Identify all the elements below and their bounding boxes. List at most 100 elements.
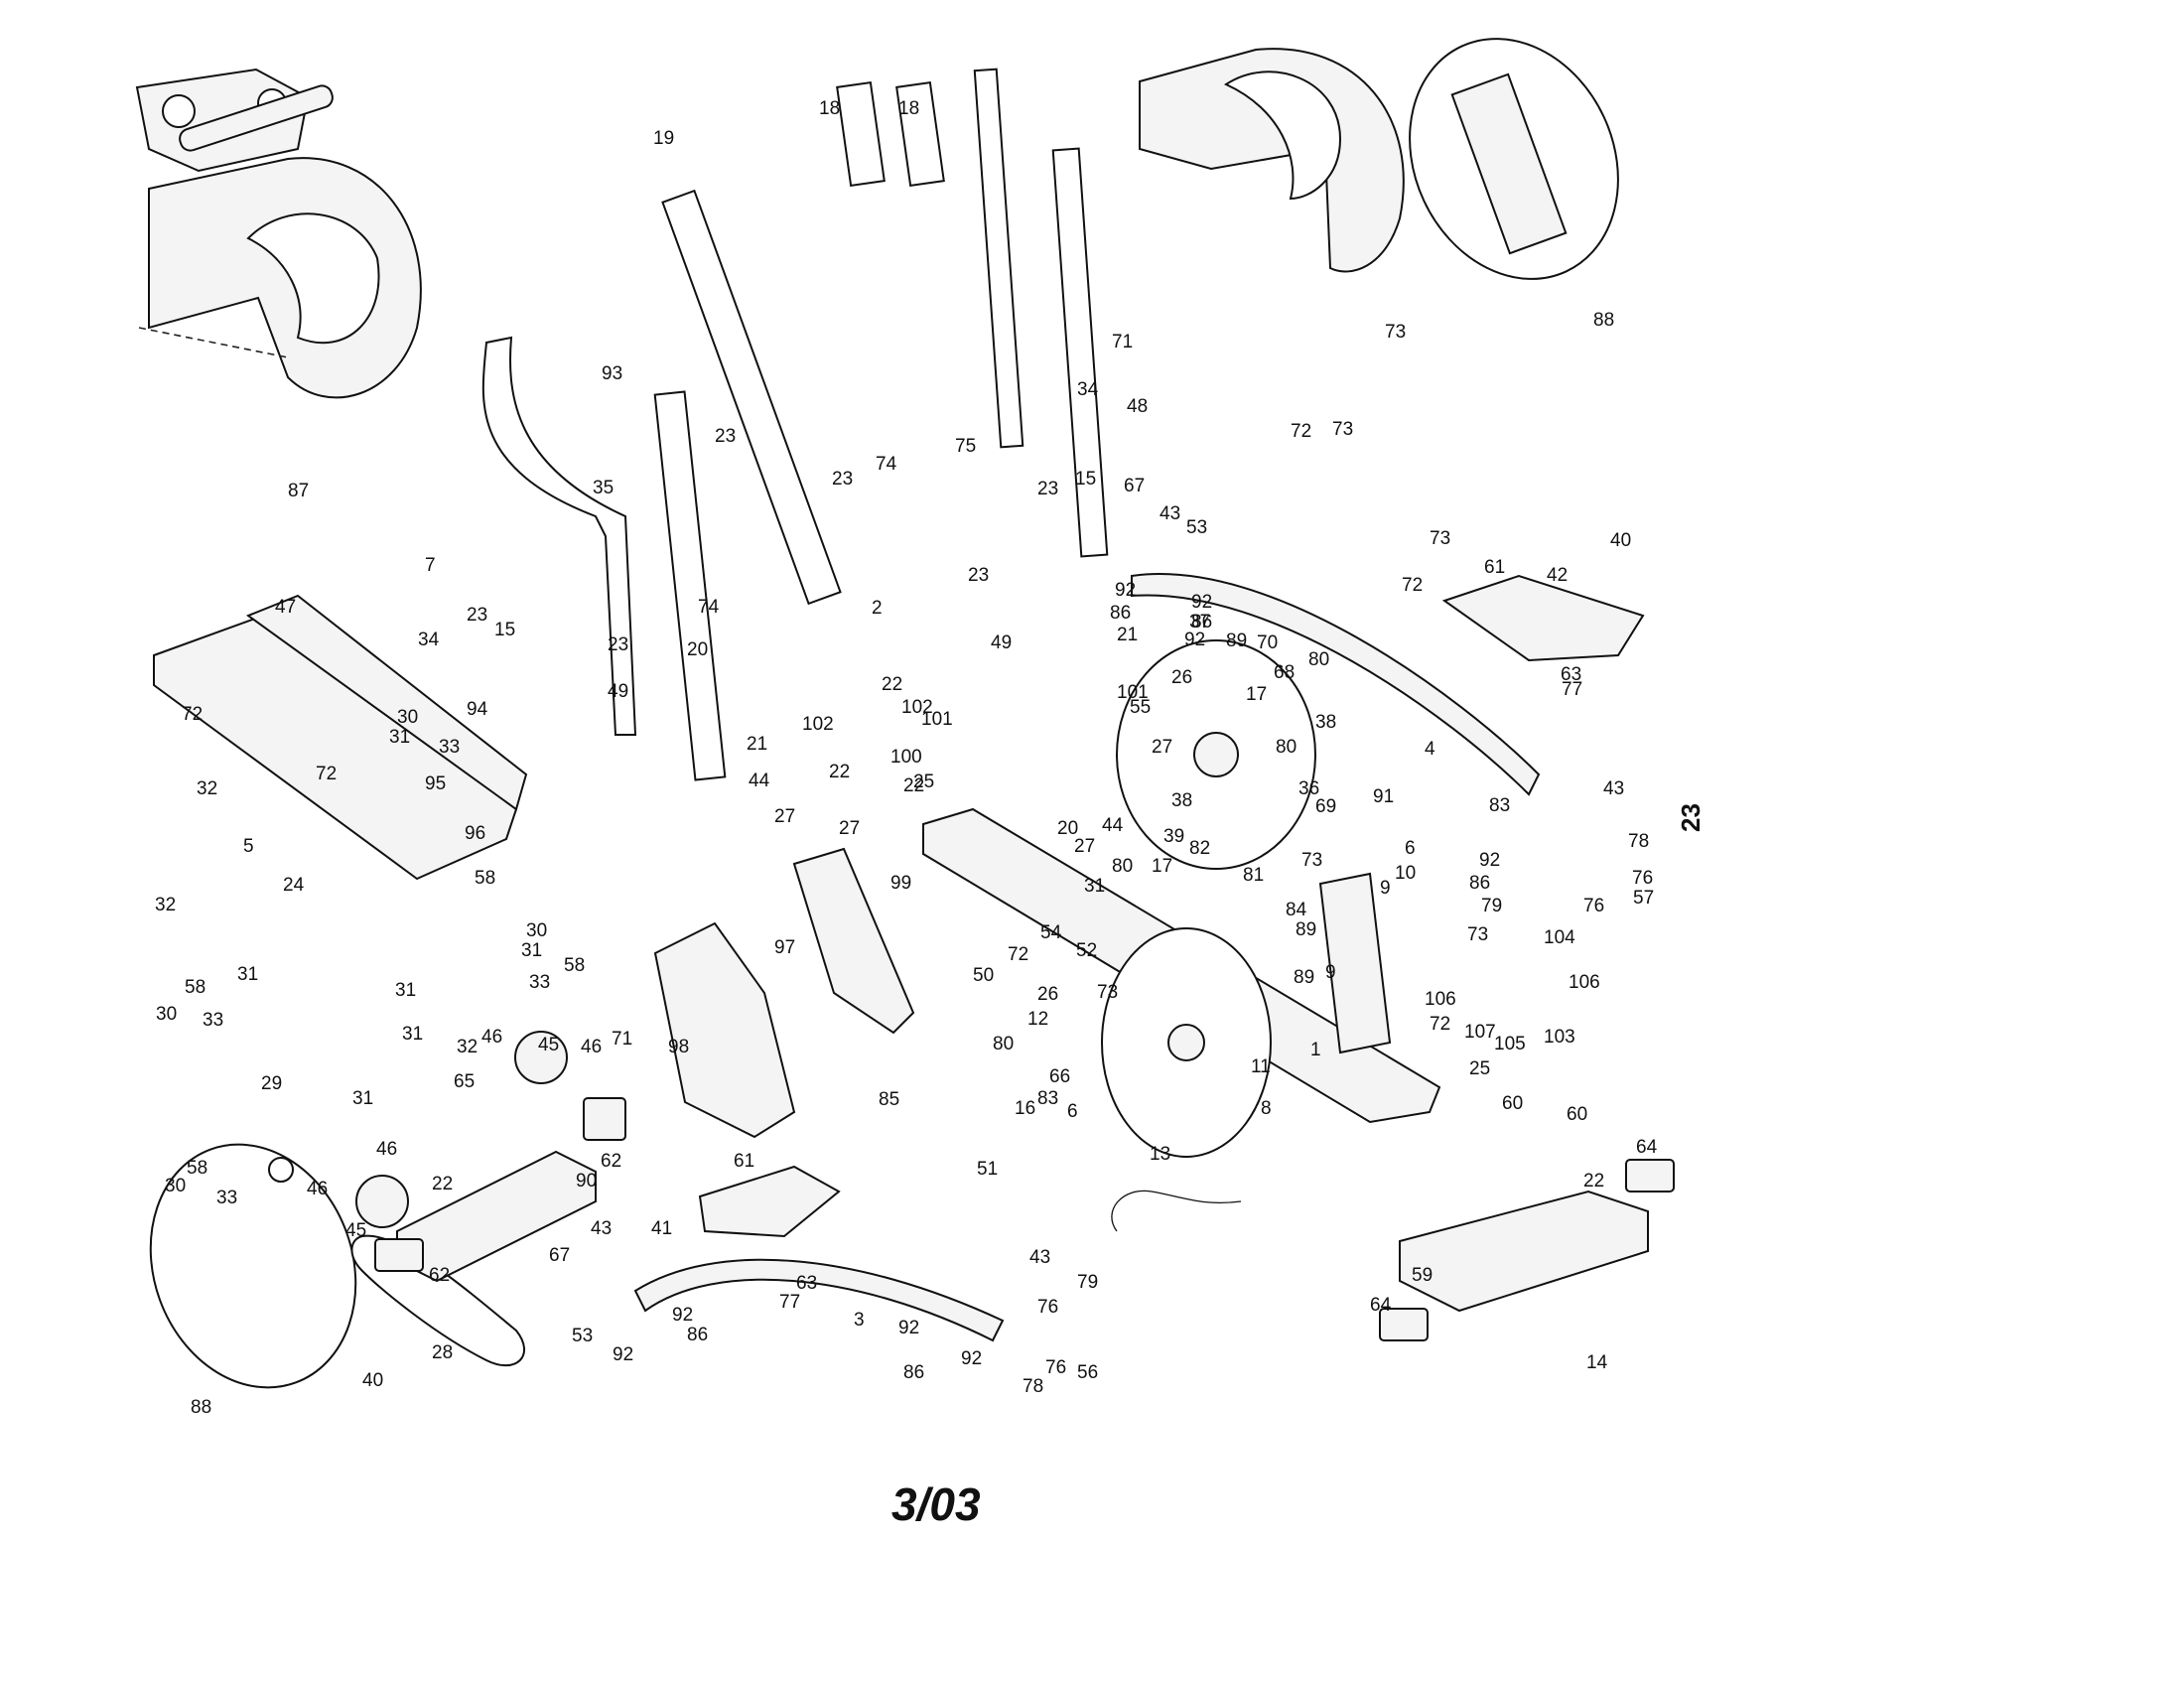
part-callout-30: 30 — [156, 1004, 177, 1025]
part-callout-31: 31 — [395, 980, 416, 1001]
disc-cover-top-part — [1409, 38, 1619, 280]
part-callout-56: 56 — [1077, 1362, 1098, 1383]
part-callout-92: 92 — [1479, 850, 1500, 871]
part-callout-57: 57 — [1633, 888, 1654, 909]
part-callout-68: 68 — [1274, 662, 1295, 683]
part-callout-3: 3 — [854, 1310, 865, 1331]
part-callout-82: 82 — [1189, 838, 1210, 859]
part-callout-2: 2 — [872, 598, 883, 619]
part-callout-67: 67 — [549, 1245, 570, 1266]
part-callout-13: 13 — [1150, 1144, 1170, 1165]
part-callout-89: 89 — [1226, 631, 1247, 651]
part-callout-61: 61 — [1484, 557, 1505, 578]
part-callout-103: 103 — [1544, 1027, 1575, 1048]
part-callout-23: 23 — [1037, 479, 1058, 499]
part-callout-43: 43 — [1160, 503, 1180, 524]
part-callout-37: 37 — [1189, 612, 1210, 632]
part-callout-45: 45 — [538, 1035, 559, 1055]
part-callout-51: 51 — [977, 1159, 998, 1180]
part-callout-24: 24 — [283, 875, 305, 896]
part-callout-53: 53 — [572, 1326, 593, 1346]
part-callout-86: 86 — [1469, 873, 1490, 894]
part-callout-58: 58 — [185, 977, 205, 998]
part-callout-6: 6 — [1405, 838, 1416, 859]
part-callout-4: 4 — [1425, 739, 1435, 760]
part-callout-54: 54 — [1040, 922, 1062, 943]
part-callout-86: 86 — [687, 1325, 708, 1345]
part-callout-61: 61 — [734, 1151, 754, 1172]
part-callout-25: 25 — [1469, 1058, 1490, 1079]
part-callout-88: 88 — [191, 1397, 211, 1418]
part-callout-92: 92 — [1184, 630, 1205, 650]
part-callout-9: 9 — [1325, 962, 1336, 983]
part-callout-73: 73 — [1467, 924, 1488, 945]
part-callout-72: 72 — [1430, 1014, 1450, 1035]
part-callout-73: 73 — [1097, 982, 1118, 1003]
part-callout-83: 83 — [1037, 1088, 1058, 1109]
part-callout-77: 77 — [779, 1292, 800, 1313]
part-callout-28: 28 — [432, 1342, 453, 1363]
part-callout-27: 27 — [1074, 836, 1095, 857]
part-callout-10: 10 — [1395, 863, 1416, 884]
part-callout-25: 25 — [913, 772, 934, 792]
part-callout-46: 46 — [376, 1139, 397, 1160]
rear-frame-part — [153, 594, 528, 881]
part-callout-80: 80 — [1112, 856, 1133, 877]
handlebar-part — [481, 336, 637, 736]
part-callout-18: 18 — [898, 98, 919, 119]
part-callout-47: 47 — [275, 597, 296, 618]
part-callout-92: 92 — [961, 1348, 982, 1369]
rear-stabilizer-part — [355, 1031, 626, 1283]
part-callout-88: 88 — [1593, 310, 1614, 331]
part-callout-102: 102 — [901, 697, 933, 718]
part-callout-72: 72 — [1402, 575, 1423, 596]
right-arm-part — [1131, 573, 1541, 796]
part-callout-78: 78 — [1023, 1376, 1043, 1397]
part-callout-93: 93 — [602, 363, 622, 384]
part-callout-64: 64 — [1636, 1137, 1658, 1158]
part-callout-63: 63 — [796, 1273, 817, 1294]
part-callout-6: 6 — [1067, 1101, 1078, 1122]
part-callout-69: 69 — [1315, 796, 1336, 817]
part-callout-15: 15 — [1075, 469, 1096, 490]
part-callout-77: 77 — [1562, 679, 1582, 700]
part-callout-75: 75 — [955, 436, 976, 457]
part-callout-26: 26 — [1171, 667, 1192, 688]
part-callout-5: 5 — [243, 836, 254, 857]
part-callout-17: 17 — [1246, 684, 1267, 705]
part-callout-81: 81 — [1243, 865, 1264, 886]
pedals-part — [698, 574, 1645, 1238]
part-callout-63: 63 — [1561, 664, 1581, 685]
part-callout-73: 73 — [1301, 850, 1322, 871]
part-callout-90: 90 — [576, 1171, 597, 1192]
part-callout-72: 72 — [316, 764, 337, 784]
part-callout-21: 21 — [1117, 625, 1138, 645]
part-callout-91: 91 — [1373, 786, 1394, 807]
part-callout-32: 32 — [457, 1037, 478, 1057]
part-callout-38: 38 — [1315, 712, 1336, 733]
part-callout-46: 46 — [581, 1037, 602, 1057]
part-callout-45: 45 — [345, 1220, 366, 1241]
part-callout-80: 80 — [1308, 649, 1329, 670]
part-callout-78: 78 — [1628, 831, 1649, 852]
part-callout-22: 22 — [1583, 1171, 1604, 1192]
part-callout-31: 31 — [389, 727, 410, 748]
part-callout-106: 106 — [1569, 972, 1600, 993]
part-callout-60: 60 — [1567, 1104, 1587, 1125]
part-callout-33: 33 — [439, 737, 460, 758]
part-callout-34: 34 — [1077, 379, 1099, 400]
part-callout-33: 33 — [216, 1188, 237, 1208]
part-callout-58: 58 — [475, 868, 495, 889]
part-callout-87: 87 — [288, 481, 309, 501]
part-callout-80: 80 — [1276, 737, 1297, 758]
column-tubes-part — [653, 68, 1109, 781]
part-callout-29: 29 — [261, 1073, 282, 1094]
part-callout-65: 65 — [454, 1071, 475, 1092]
part-callout-48: 48 — [1127, 396, 1148, 417]
part-callout-89: 89 — [1296, 919, 1316, 940]
part-callout-71: 71 — [612, 1029, 632, 1050]
part-callout-62: 62 — [429, 1265, 450, 1286]
part-callout-89: 89 — [1294, 967, 1314, 988]
part-callout-30: 30 — [397, 707, 418, 728]
